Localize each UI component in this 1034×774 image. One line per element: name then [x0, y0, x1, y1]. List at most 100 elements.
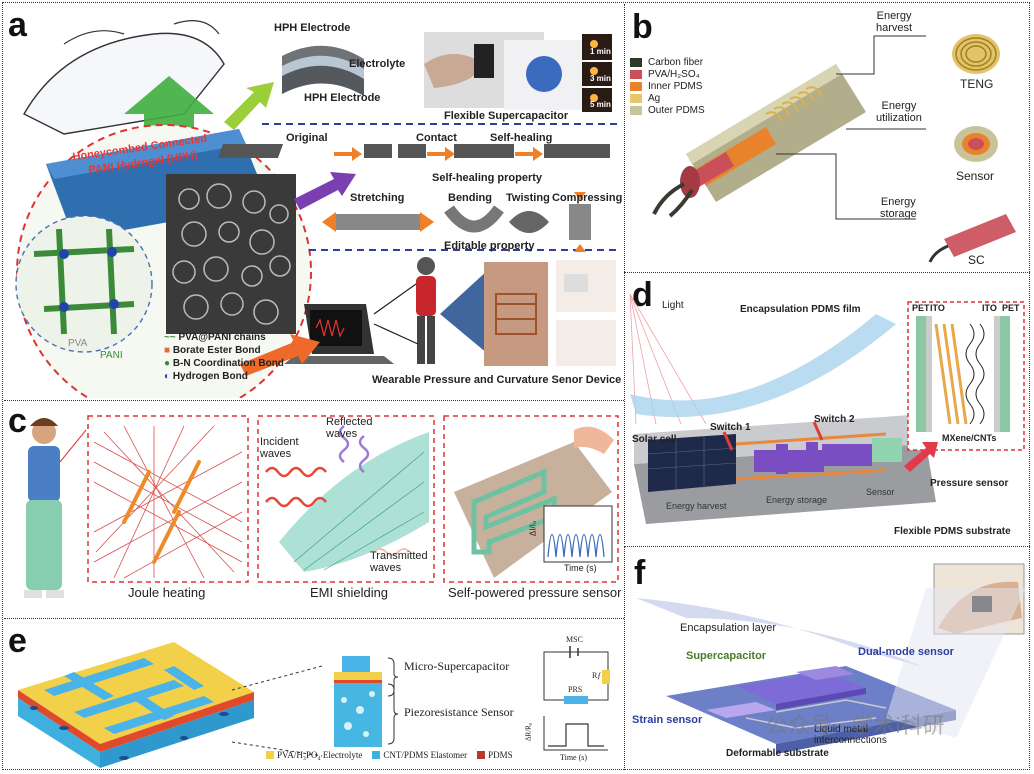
- label-mxene-cnts: MXene/CNTs: [942, 433, 997, 443]
- legend-pva-pani-chains-text: PVA@PANI chains: [178, 332, 266, 343]
- legend-swatch-pva: [630, 69, 642, 79]
- label-stretching: Stretching: [350, 192, 405, 204]
- legend-item-pva: PVA/H₂SO₄: [630, 68, 705, 80]
- legend-label-pdms: PDMS: [488, 750, 513, 760]
- legend-label-ag: Ag: [648, 92, 661, 104]
- legend-bn-coordination-bond: ● B-N Coordination Bond: [164, 358, 284, 369]
- legend-swatch-cnt-pdms: [372, 751, 381, 759]
- circuit-prs: PRS: [568, 685, 583, 694]
- label-original: Original: [286, 132, 328, 144]
- label-micro-supercapacitor: Micro-Supercapacitor: [404, 659, 510, 673]
- label-flexible-pdms-substrate: Flexible PDMS substrate: [894, 526, 1011, 537]
- label-encapsulation-pdms-film: Encapsulation PDMS film: [740, 304, 861, 315]
- label-time-1: 1 min: [590, 47, 611, 56]
- panel-d: d: [626, 274, 1030, 546]
- panel-b-illustration: [652, 34, 1016, 263]
- label-joule-heating: Joule heating: [128, 585, 206, 600]
- label-pressure-sensor: Pressure sensor: [930, 478, 1009, 489]
- legend-pdms: PDMS: [477, 750, 513, 760]
- step-plot-ylabel: ΔR/R₀: [524, 722, 533, 741]
- legend-pva-electrolyte: PVA/H₃PO₄ Electrolyte: [266, 750, 362, 760]
- legend-swatch-pdms: [477, 751, 486, 759]
- legend-label-inner-pdms: Inner PDMS: [648, 80, 703, 92]
- legend-swatch-carbon-fiber: [630, 57, 642, 67]
- label-self-healing: Self-healing: [490, 132, 553, 144]
- label-energy-storage: Energy storage: [880, 196, 917, 221]
- label-strain-sensor: Strain sensor: [632, 714, 703, 726]
- panel-c: c: [4, 402, 624, 616]
- label-piezoresistance-sensor: Piezoresistance Sensor: [404, 705, 514, 719]
- circuit-msc: MSC: [566, 635, 583, 644]
- panel-label-d: d: [632, 276, 653, 314]
- label-ito-right: ITO: [982, 303, 997, 313]
- divider-vertical-top: [624, 4, 625, 544]
- label-teng: TENG: [960, 77, 994, 91]
- mini-chart-ylabel: ΔI/I₀: [528, 520, 538, 537]
- label-emi-shielding: EMI shielding: [310, 585, 389, 600]
- panel-label-e: e: [8, 622, 27, 660]
- divider-vertical-bottom: [624, 546, 625, 770]
- divider-horizontal-b: [624, 272, 1030, 273]
- label-switch-1: Switch 1: [710, 422, 751, 433]
- legend-item-carbon-fiber: Carbon fiber: [630, 56, 705, 68]
- panel-e-illustration: [18, 642, 610, 768]
- legend-item-ag: Ag: [630, 92, 705, 104]
- legend-hydrogen-bond-text: Hydrogen Bond: [172, 371, 248, 382]
- label-time-5: 5 min: [590, 100, 611, 109]
- label-energy-utilization: Energy utilization: [876, 100, 922, 125]
- label-flexible-supercapacitor: Flexible Supercapacitor: [444, 110, 569, 122]
- label-encapsulation-layer: Encapsulation layer: [680, 622, 777, 634]
- mini-chart-xlabel: Time (s): [564, 563, 597, 573]
- panel-b: b Carbon fiber PVA/H₂SO₄ Inner PDMS Ag: [626, 4, 1030, 270]
- label-bending: Bending: [448, 192, 492, 204]
- label-editable-property: Editable property: [444, 240, 535, 252]
- label-incident-waves: Incident waves: [260, 436, 299, 461]
- legend-pva-pani-chains: ~~ PVA@PANI chains: [164, 332, 266, 343]
- legend-label-pva-electrolyte: PVA/H₃PO₄ Electrolyte: [277, 750, 363, 760]
- divider-horizontal-d: [624, 546, 1030, 547]
- panel-f: f Encapsulation layer Supercapacitor Dua…: [626, 548, 1030, 770]
- legend-label-pva: PVA/H₂SO₄: [648, 68, 700, 80]
- label-reflected-waves: Reflected waves: [326, 416, 373, 441]
- label-contact: Contact: [416, 132, 457, 144]
- panel-e: e Micro-Supercapacitor P: [4, 620, 624, 770]
- label-energy-storage-d: Energy storage: [766, 495, 828, 505]
- legend-bn-coordination-bond-text: B-N Coordination Bond: [172, 358, 284, 369]
- label-hph-electrode-bottom: HPH Electrode: [304, 92, 381, 104]
- label-pva: PVA: [68, 338, 88, 349]
- panel-label-b: b: [632, 8, 653, 46]
- panel-label-c: c: [8, 402, 27, 440]
- label-compressing: Compressing: [552, 192, 622, 204]
- label-liquid-metal: Liquid metal interconnections: [814, 724, 887, 746]
- label-energy-harvest-d: Energy harvest: [666, 501, 727, 511]
- watermark-text: 公众号 · 学术i科研: [766, 713, 945, 738]
- label-dual-mode-sensor: Dual-mode sensor: [858, 646, 954, 658]
- panel-label-a: a: [8, 6, 27, 44]
- legend-cnt-pdms: CNT/PDMS Elastomer: [372, 750, 467, 760]
- circuit-rf: Rƒ: [592, 671, 602, 680]
- label-twisting: Twisting: [506, 192, 550, 204]
- legend-borate-ester-bond: ■ Borate Ester Bond: [164, 345, 261, 356]
- panel-a-illustration: [15, 20, 619, 398]
- legend-swatch-pva-electrolyte: [266, 751, 274, 759]
- label-transmitted-waves: Transmitted waves: [370, 550, 428, 575]
- panel-f-illustration: [636, 563, 1026, 754]
- label-sensor: Sensor: [956, 169, 995, 183]
- legend-borate-ester-bond-text: Borate Ester Bond: [172, 345, 261, 356]
- label-pet-right: PET: [1002, 303, 1020, 313]
- label-sensor-d: Sensor: [866, 487, 895, 497]
- legend-item-outer-pdms: Outer PDMS: [630, 104, 705, 116]
- label-supercapacitor: Supercapacitor: [686, 650, 767, 662]
- legend-swatch-ag: [630, 93, 642, 103]
- label-hph-electrode-top: HPH Electrode: [274, 22, 351, 34]
- panel-e-legend: PVA/H₃PO₄ Electrolyte CNT/PDMS Elastomer…: [266, 750, 513, 760]
- panel-d-illustration: [629, 293, 1025, 524]
- label-sc: SC: [968, 253, 985, 267]
- label-wearable-device: Wearable Pressure and Curvature Senor De…: [372, 374, 622, 386]
- label-energy-harvest: Energy harvest: [876, 10, 913, 35]
- legend-item-inner-pdms: Inner PDMS: [630, 80, 705, 92]
- legend-label-outer-pdms: Outer PDMS: [648, 104, 705, 116]
- label-time-3: 3 min: [590, 74, 611, 83]
- divider-horizontal-a: [4, 400, 624, 401]
- legend-hydrogen-bond: ◐ Hydrogen Bond: [164, 371, 248, 382]
